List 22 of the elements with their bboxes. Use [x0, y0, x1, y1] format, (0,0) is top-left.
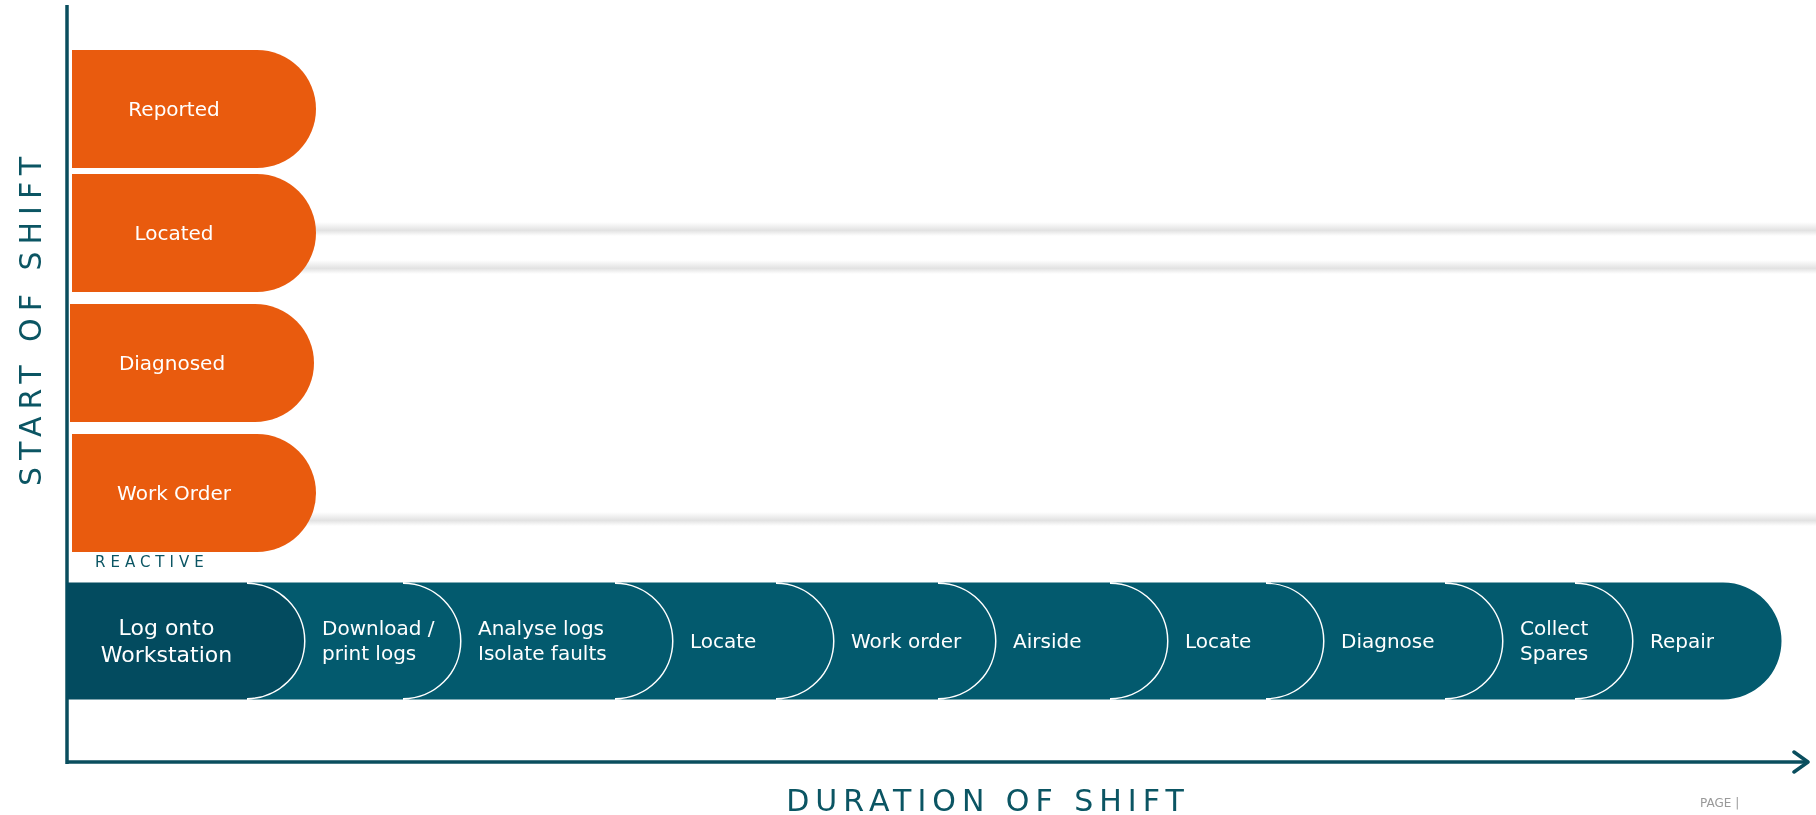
status-tab — [70, 304, 314, 422]
step-label: Locate — [1185, 628, 1252, 654]
page-label: PAGE | — [1700, 796, 1740, 810]
step-label: Log onto Workstation — [99, 613, 234, 669]
step-label: Collect Spares — [1520, 616, 1590, 666]
axis-title: DURATION OF SHIFT — [786, 782, 1190, 815]
axis-title: START OF SHIFT — [12, 150, 48, 486]
status-tab — [72, 50, 316, 168]
status-tab — [72, 434, 316, 552]
step-label: Diagnose — [1341, 628, 1435, 654]
section-label: REACTIVE — [95, 553, 209, 571]
step-label: Reported — [128, 96, 220, 122]
step-label: Work order — [851, 628, 962, 654]
status-tab — [72, 174, 316, 292]
step-label: Download / print logs — [322, 616, 436, 666]
step-label: Repair — [1650, 628, 1715, 654]
step-label: Analyse logs Isolate faults — [478, 616, 608, 666]
step-label: Diagnosed — [118, 350, 226, 376]
step-label: Work Order — [117, 480, 231, 506]
step-label: Located — [134, 220, 214, 246]
step-label: Airside — [1013, 628, 1082, 654]
step-label: Locate — [690, 628, 757, 654]
